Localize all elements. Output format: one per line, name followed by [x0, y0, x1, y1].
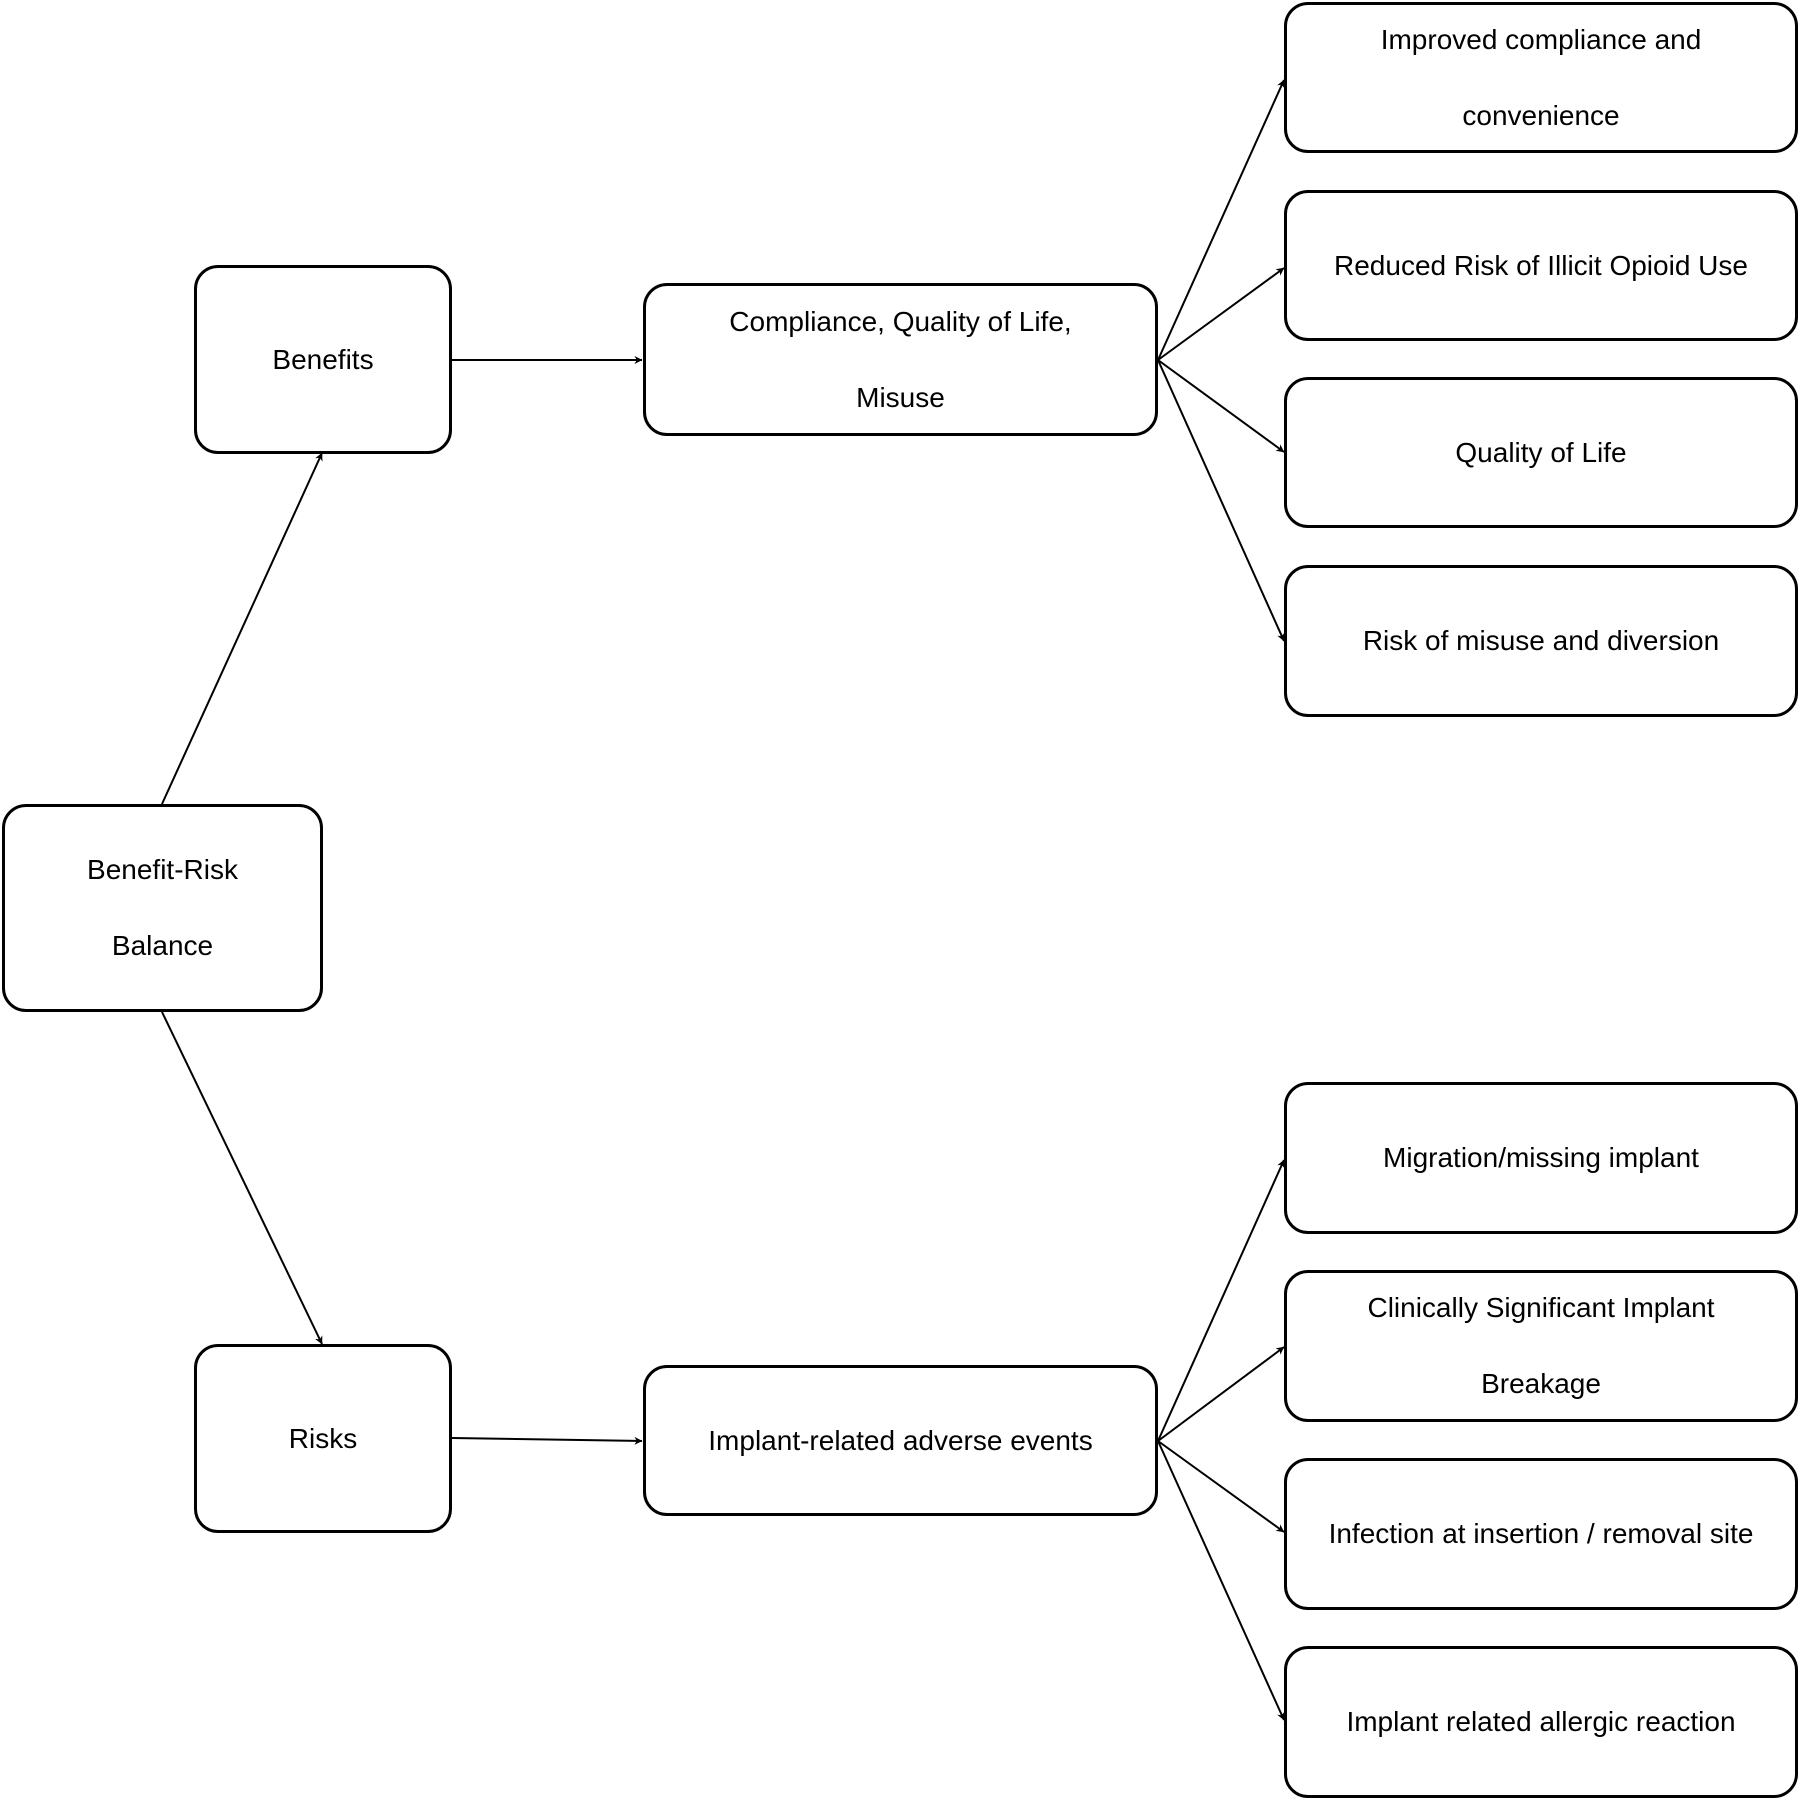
risk-outcome-node: Implant related allergic reaction [1284, 1646, 1798, 1798]
risk-outcome-label: Implant related allergic reaction [1346, 1706, 1736, 1737]
root-node: Benefit-Risk Balance [2, 804, 323, 1012]
arrow-benefit-group-to-outcome-2 [1157, 267, 1285, 361]
risk-outcome-label: Clinically Significant Implant Breakage [1367, 1292, 1715, 1399]
arrow-benefit-group-to-outcome-1 [1157, 79, 1285, 361]
risk-outcome-node: Migration/missing implant [1284, 1082, 1798, 1234]
risk-outcome-label: Migration/missing implant [1383, 1142, 1699, 1173]
arrow-benefit-group-to-outcome-4 [1157, 359, 1285, 642]
risk-outcome-node: Clinically Significant Implant Breakage [1284, 1270, 1798, 1422]
benefit-outcome-label: Risk of misuse and diversion [1362, 625, 1720, 656]
arrow-benefit-group-to-outcome-3 [1157, 359, 1285, 453]
risk-group-node: Implant-related adverse events [643, 1365, 1158, 1516]
benefit-outcome-label: Quality of Life [1455, 436, 1627, 468]
benefits-node: Benefits [194, 265, 452, 454]
benefit-outcome-label: Reduced Risk of Illicit Opioid Use [1334, 249, 1748, 281]
benefit-outcome-label: Improved compliance and convenience [1380, 23, 1702, 131]
arrow-risk-group-to-outcome-1 [1157, 1159, 1285, 1442]
arrow-risk-group-to-outcome-3 [1157, 1440, 1285, 1533]
benefit-outcome-node: Improved compliance and convenience [1284, 2, 1798, 153]
root-node-label: Benefit-Risk Balance [87, 854, 238, 961]
benefits-node-label: Benefits [272, 343, 374, 375]
arrow-root-to-risks [161, 1011, 323, 1345]
risks-node: Risks [194, 1344, 452, 1533]
risk-outcome-label: Infection at insertion / removal site [1328, 1518, 1754, 1549]
benefit-outcome-node: Risk of misuse and diversion [1284, 565, 1798, 717]
benefit-group-node-label: Compliance, Quality of Life, Misuse [729, 305, 1072, 413]
arrow-risk-group-to-outcome-4 [1157, 1440, 1285, 1721]
arrow-risks-to-group [451, 1436, 643, 1445]
benefit-outcome-node: Reduced Risk of Illicit Opioid Use [1284, 190, 1798, 341]
risk-outcome-node: Infection at insertion / removal site [1284, 1458, 1798, 1610]
benefit-group-node: Compliance, Quality of Life, Misuse [643, 283, 1158, 436]
risks-node-label: Risks [288, 1422, 358, 1454]
arrow-root-to-benefits [161, 452, 323, 805]
arrow-risk-group-to-outcome-2 [1157, 1346, 1285, 1442]
risk-group-node-label: Implant-related adverse events [708, 1424, 1093, 1456]
benefit-outcome-node: Quality of Life [1284, 377, 1798, 528]
